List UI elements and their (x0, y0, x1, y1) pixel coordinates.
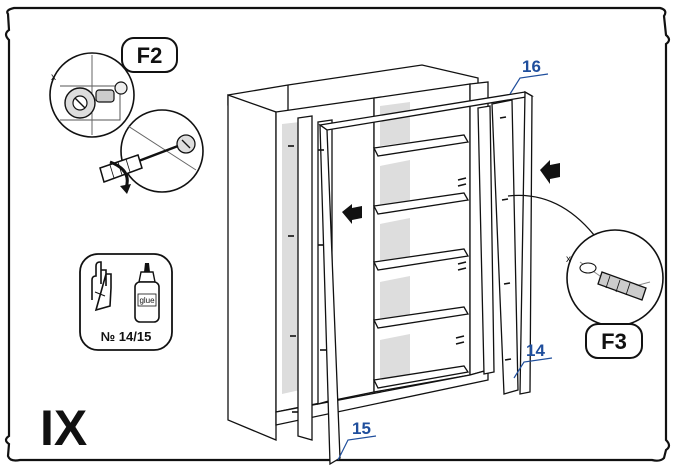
dowel-x-marker: x (566, 254, 571, 265)
f2-detail-screwdriver (99, 109, 204, 194)
f2-detail-cam-lock (49, 52, 135, 138)
hole-marks (288, 116, 512, 413)
wardrobe-drawing (227, 64, 534, 466)
glue-hint-panel: glue № 14/15 (79, 253, 173, 351)
page-frame (4, 6, 671, 462)
part-number-16: 16 (522, 57, 541, 76)
hand-icon (91, 261, 112, 312)
part-leaders (337, 73, 553, 461)
f3-label: F3 (601, 329, 627, 354)
cam-x-marker: x (51, 72, 56, 83)
glue-bottle-icon: glue (134, 263, 160, 323)
f2-label: F2 (137, 43, 163, 68)
arrow-icon (540, 160, 560, 184)
part-number-14: 14 (526, 341, 545, 360)
f3-detail-dowel (566, 229, 664, 327)
glue-bottle-label: glue (139, 296, 155, 305)
f2-label-badge: F2 (121, 37, 178, 73)
dowel-icon (579, 262, 647, 301)
f3-leader (507, 194, 599, 241)
cam-lock-icon (64, 81, 128, 119)
glue-reference: № 14/15 (101, 329, 152, 344)
step-number: IX (40, 400, 87, 456)
part-number-15: 15 (352, 419, 371, 438)
arrow-icon (342, 204, 362, 224)
f3-label-badge: F3 (585, 323, 643, 359)
